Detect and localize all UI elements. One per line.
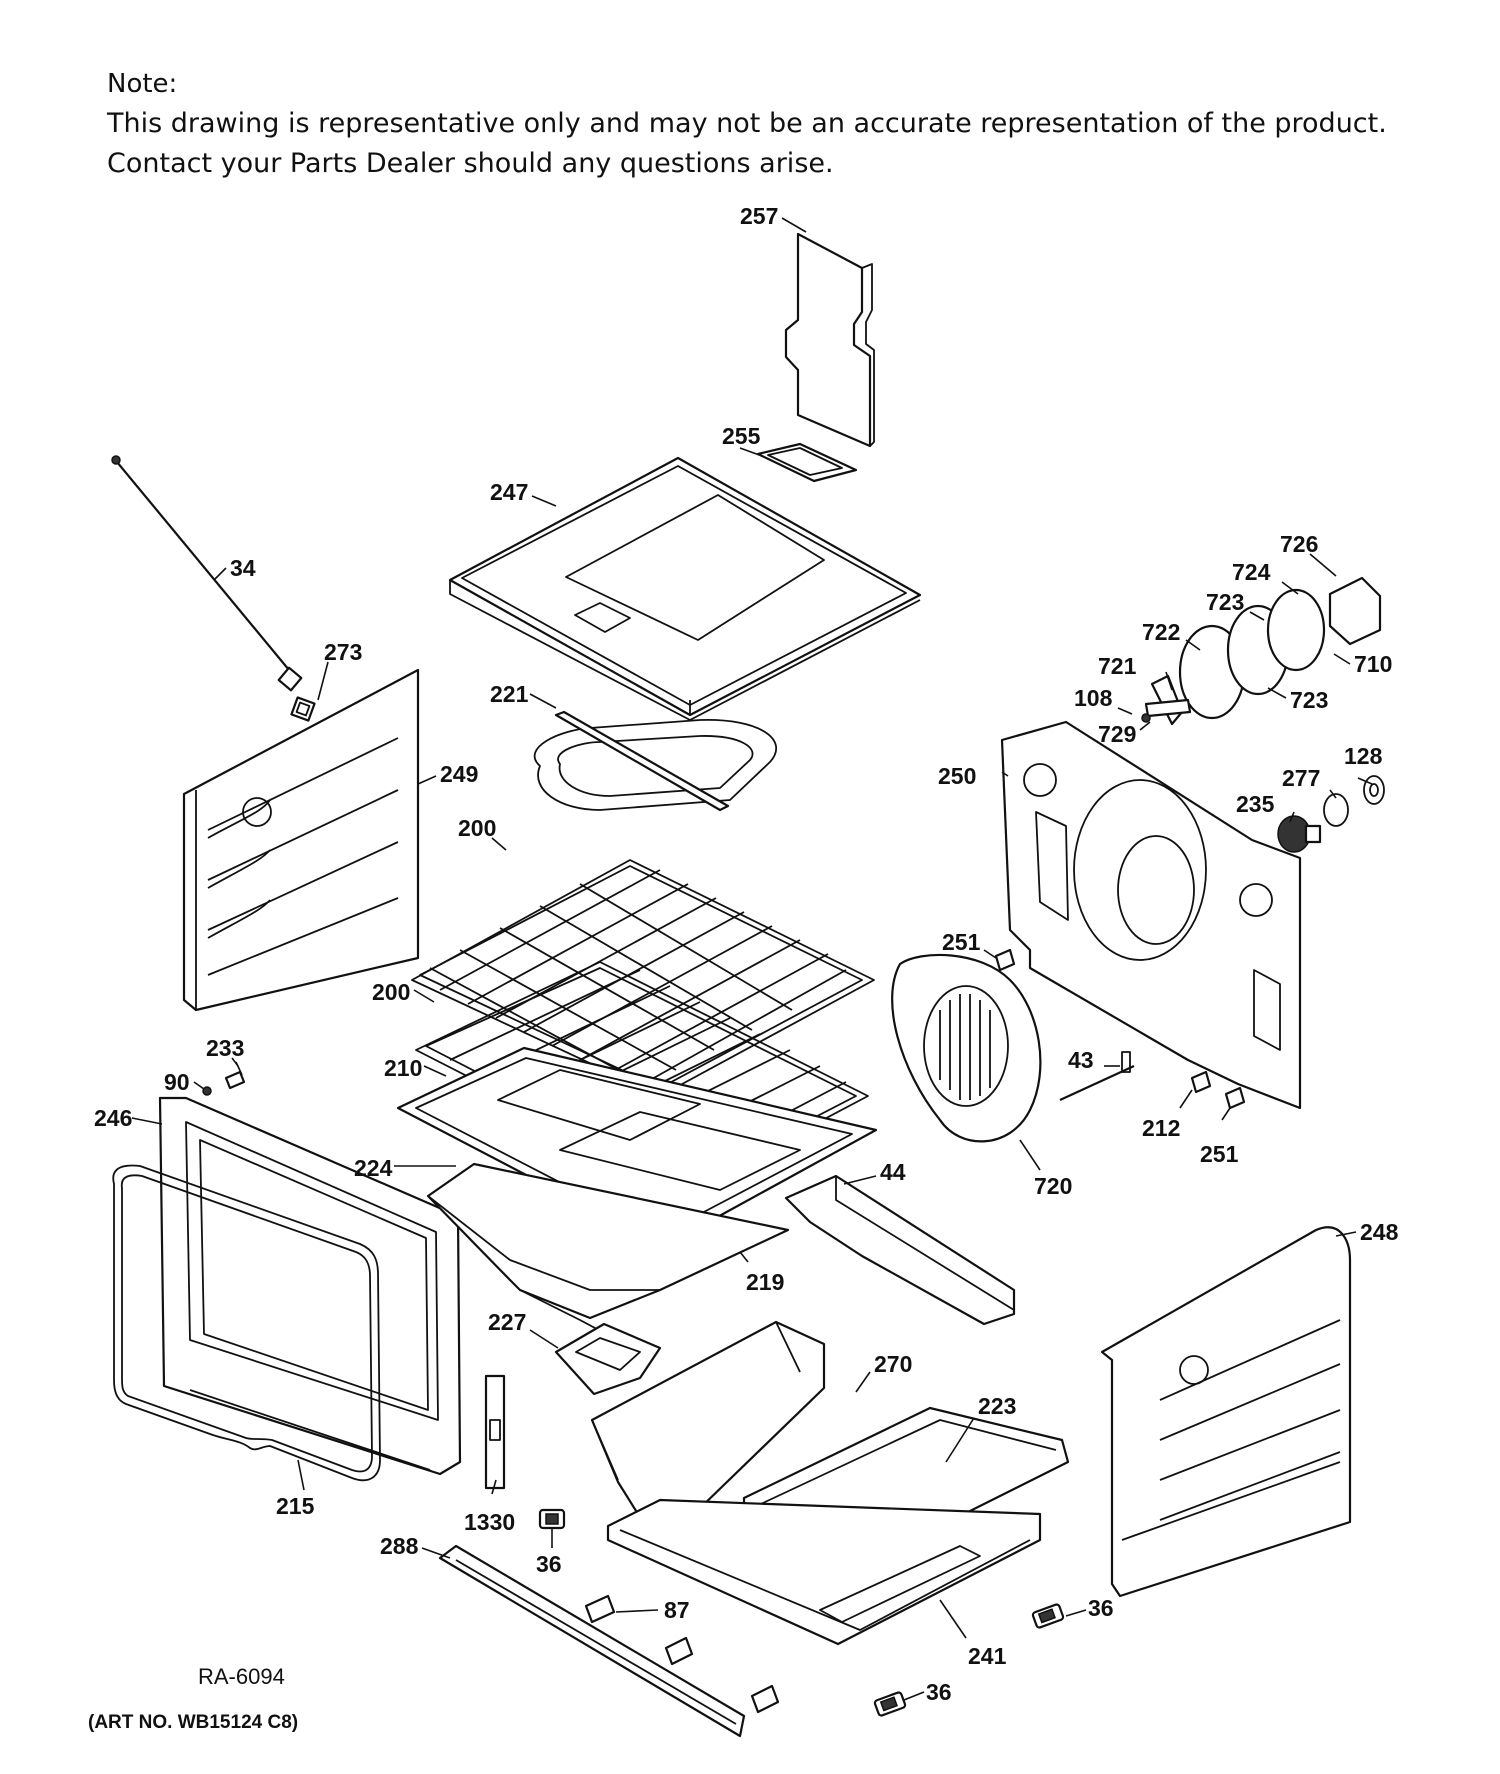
part-246-door-frame — [158, 1096, 462, 1476]
label-255: 255 — [722, 423, 761, 449]
part-247-top-panel — [448, 456, 922, 721]
label-724: 724 — [1232, 559, 1271, 585]
part-34-probe-cable — [111, 455, 303, 692]
part-729-nut — [1141, 713, 1151, 723]
label-36a: 36 — [536, 1551, 562, 1577]
label-219: 219 — [746, 1269, 784, 1295]
part-288-front-rail — [438, 1544, 746, 1738]
label-221: 221 — [490, 681, 529, 707]
part-720-fan-baffle — [891, 953, 1042, 1143]
label-721: 721 — [1098, 653, 1137, 679]
label-235: 235 — [1236, 791, 1275, 817]
part-251-bracket-a — [994, 948, 1016, 972]
part-721-fan-blade — [1144, 674, 1192, 726]
label-36b: 36 — [1088, 1595, 1114, 1621]
part-270-shield — [590, 1320, 826, 1516]
label-710: 710 — [1354, 651, 1392, 677]
label-251a: 251 — [942, 929, 981, 955]
label-246: 246 — [94, 1105, 132, 1131]
label-210: 210 — [384, 1055, 422, 1081]
part-212-bracket — [1190, 1070, 1212, 1094]
part-36-leveler-c — [873, 1691, 907, 1717]
part-90-screw — [202, 1086, 212, 1096]
label-233: 233 — [206, 1035, 244, 1061]
part-200-upper-rack — [411, 859, 875, 1097]
part-87-clips — [584, 1594, 780, 1714]
label-723b: 723 — [1290, 687, 1328, 713]
label-251b: 251 — [1200, 1141, 1239, 1167]
part-43-sensor — [1059, 1051, 1135, 1101]
label-723a: 723 — [1206, 589, 1244, 615]
label-200b: 200 — [372, 979, 410, 1005]
disclaimer-note: Note: This drawing is representative onl… — [107, 64, 1387, 184]
part-251-bracket-b — [1224, 1086, 1246, 1110]
part-248-right-side-panel — [1100, 1226, 1352, 1598]
label-36c: 36 — [926, 1679, 952, 1705]
label-288: 288 — [380, 1533, 419, 1559]
label-257: 257 — [740, 203, 778, 229]
part-215-door-gasket — [112, 1164, 381, 1482]
part-273-probe-receptacle — [290, 696, 316, 722]
label-223: 223 — [978, 1393, 1016, 1419]
note-line-1: This drawing is representative only and … — [107, 108, 1387, 139]
label-212: 212 — [1142, 1115, 1180, 1141]
label-1330: 1330 — [464, 1509, 515, 1535]
part-128-nut — [1363, 775, 1385, 805]
part-36-leveler-b — [1031, 1603, 1065, 1629]
part-227-bracket — [554, 1322, 662, 1396]
label-87: 87 — [664, 1597, 690, 1623]
label-249: 249 — [440, 761, 478, 787]
label-215: 215 — [276, 1493, 315, 1519]
note-heading: Note: — [107, 69, 178, 99]
leader-lines — [131, 217, 1373, 1701]
note-line-2: Contact your Parts Dealer should any que… — [107, 148, 834, 179]
part-257-duct-cover — [784, 232, 875, 448]
part-number-labels: 257 255 247 34 273 221 249 200 200 210 2… — [94, 203, 1399, 1705]
drawing-code: RA-6094 — [198, 1664, 285, 1689]
part-724-plate — [1266, 588, 1326, 672]
part-277-gasket — [1323, 793, 1349, 827]
label-241: 241 — [968, 1643, 1007, 1669]
label-270: 270 — [874, 1351, 912, 1377]
label-720: 720 — [1034, 1173, 1072, 1199]
label-227: 227 — [488, 1309, 526, 1335]
part-250-rear-panel — [1000, 720, 1302, 1110]
part-233-sensor — [224, 1061, 246, 1090]
label-248: 248 — [1360, 1219, 1399, 1245]
part-249-left-side-panel — [182, 668, 420, 1012]
label-43: 43 — [1068, 1047, 1094, 1073]
label-200a: 200 — [458, 815, 496, 841]
art-number: (ART NO. WB15124 C8) — [88, 1712, 299, 1733]
part-224-oven-bottom — [426, 1162, 790, 1320]
label-34: 34 — [230, 555, 256, 581]
label-224: 224 — [354, 1155, 393, 1181]
part-1330-hinge — [484, 1374, 506, 1490]
label-277: 277 — [1282, 765, 1320, 791]
label-722: 722 — [1142, 619, 1180, 645]
label-128: 128 — [1344, 743, 1383, 769]
label-250: 250 — [938, 763, 976, 789]
part-36-leveler-a — [538, 1508, 566, 1530]
part-235-fan-motor-rear — [1277, 815, 1322, 853]
label-108: 108 — [1074, 685, 1113, 711]
part-241-bottom-base — [606, 1498, 1042, 1646]
label-726: 726 — [1280, 531, 1318, 557]
part-726-fan-motor — [1328, 576, 1382, 646]
part-221-bake-element — [533, 710, 777, 812]
part-255-vent-gasket — [756, 442, 858, 483]
label-44: 44 — [880, 1159, 906, 1185]
label-90: 90 — [164, 1069, 190, 1095]
label-247: 247 — [490, 479, 528, 505]
part-44-channel — [784, 1174, 1016, 1326]
label-729: 729 — [1098, 721, 1136, 747]
label-273: 273 — [324, 639, 362, 665]
